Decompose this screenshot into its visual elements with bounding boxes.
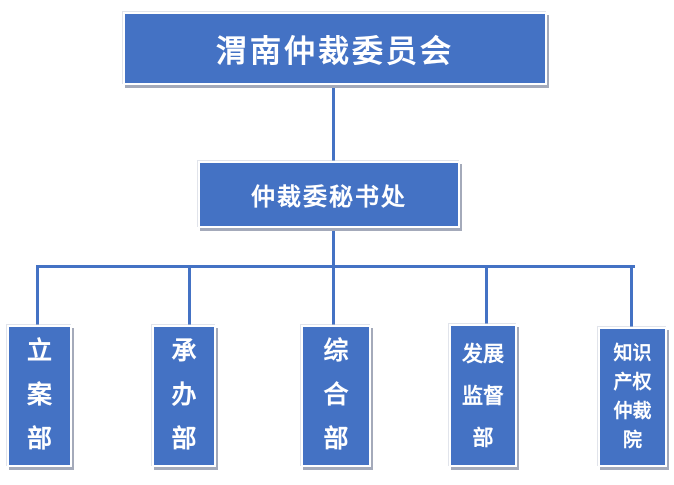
label-line: 产权 (613, 372, 652, 393)
label-line: 部 (26, 426, 52, 453)
label-line: 院 (622, 430, 642, 451)
connector-secretariat-to-bus (332, 228, 335, 268)
connector-drop-development-supervision (485, 265, 488, 325)
department-box-development-supervision: 发展 监督 部 (449, 324, 517, 467)
label-line: 承 (171, 338, 197, 365)
label-line: 部 (323, 426, 349, 453)
root-label: 渭南仲裁委员会 (216, 34, 454, 69)
label-line: 综 (323, 338, 349, 365)
connector-drop-undertaking (188, 265, 191, 326)
label-line: 知识 (613, 343, 652, 364)
label-line: 部 (171, 426, 197, 453)
label-line: 案 (26, 382, 52, 409)
label-line: 部 (472, 425, 494, 450)
label-line: 监督 (462, 383, 504, 408)
connector-drop-case-filing (36, 265, 39, 326)
label-line: 仲裁 (613, 401, 652, 422)
label-line: 立 (26, 338, 52, 365)
department-box-case-filing: 立 案 部 (7, 325, 72, 467)
label-line: 发展 (462, 341, 504, 366)
root-box-weinan-arbitration-commission: 渭南仲裁委员会 (123, 12, 547, 85)
connector-drop-ip-arbitration (630, 265, 633, 328)
label-line: 办 (171, 382, 197, 409)
label-line: 合 (323, 382, 349, 409)
department-box-undertaking: 承 办 部 (152, 325, 216, 467)
secretariat-box: 仲裁委秘书处 (198, 161, 460, 228)
connector-drop-general (332, 265, 335, 326)
connector-root-to-secretariat (332, 85, 335, 163)
connector-bus-line (36, 265, 635, 268)
secretariat-label: 仲裁委秘书处 (251, 185, 407, 211)
department-box-general: 综 合 部 (301, 325, 371, 467)
department-box-ip-arbitration: 知识 产权 仲裁 院 (598, 327, 667, 467)
